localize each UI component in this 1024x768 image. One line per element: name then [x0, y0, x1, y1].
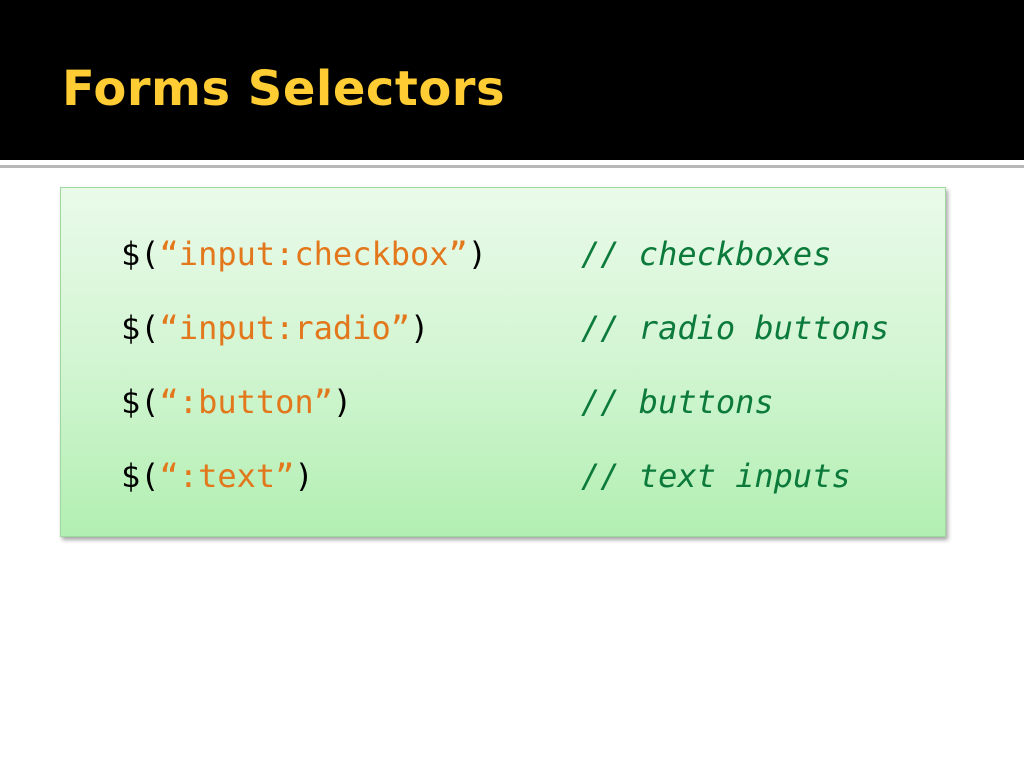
title-bar: Forms Selectors [0, 0, 1024, 160]
divider-line [0, 165, 1024, 168]
code-suffix: ) [294, 457, 314, 495]
code-selector-string: “:button” [159, 383, 333, 421]
code-line: $(“:text”) // text inputs [121, 456, 941, 496]
code-comment: // buttons [581, 383, 774, 421]
code-prefix: $( [121, 457, 160, 495]
code-comment: // text inputs [581, 457, 851, 495]
code-suffix: ) [409, 309, 430, 347]
code-statement: $(“input:radio”) [121, 308, 429, 348]
code-line: $(“:button”) // buttons [121, 382, 941, 422]
code-statement: $(“:text”) [121, 456, 314, 496]
code-line: $(“input:checkbox”) // checkboxes [121, 234, 941, 274]
code-statement: $(“input:checkbox”) [121, 234, 487, 274]
code-selector-string: “input:radio” [159, 309, 410, 347]
code-box: $(“input:checkbox”) // checkboxes $(“inp… [60, 187, 946, 537]
divider [0, 160, 1024, 164]
code-suffix: ) [332, 383, 353, 421]
code-prefix: $( [121, 235, 160, 273]
code-suffix: ) [467, 235, 488, 273]
code-comment: // checkboxes [581, 235, 832, 273]
code-statement: $(“:button”) [121, 382, 352, 422]
code-selector-string: “:text” [159, 457, 295, 495]
slide-title: Forms Selectors [62, 61, 506, 117]
code-prefix: $( [121, 309, 160, 347]
code-selector-string: “input:checkbox” [159, 235, 468, 273]
code-line: $(“input:radio”) // radio buttons [121, 308, 941, 348]
code-prefix: $( [121, 383, 160, 421]
code-comment: // radio buttons [581, 309, 890, 347]
